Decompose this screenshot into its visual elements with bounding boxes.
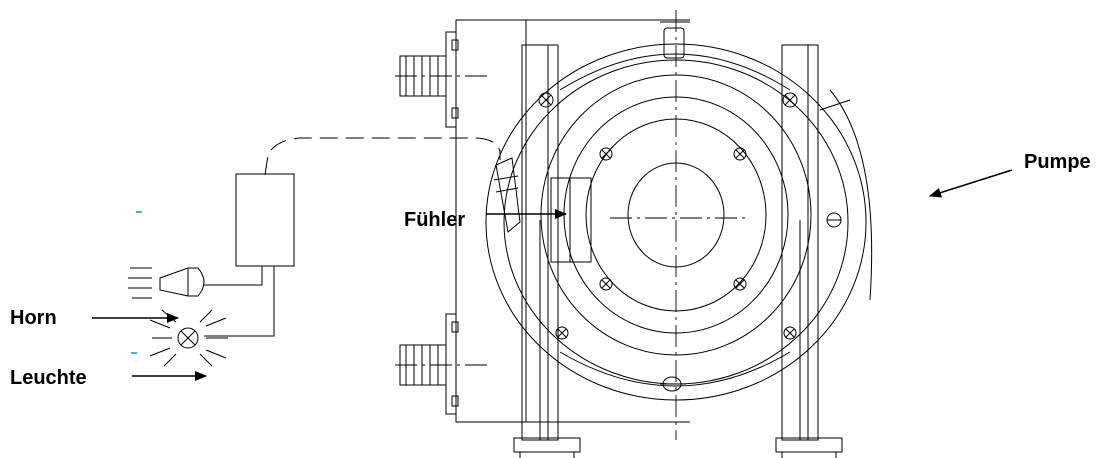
label-pumpe: Pumpe	[1024, 151, 1091, 173]
hose-fitting-bottom	[395, 313, 490, 415]
hose-fitting-top	[395, 31, 490, 128]
label-fuehler: Fühler	[404, 209, 465, 231]
label-leuchte: Leuchte	[10, 367, 87, 389]
label-horn: Horn	[10, 307, 57, 329]
horn-icon	[128, 267, 205, 299]
pump-housing	[455, 19, 527, 423]
wire-to-lamp	[204, 266, 275, 337]
sensor-mount	[550, 177, 592, 263]
arrow-pumpe	[929, 169, 1013, 198]
signal-cable	[264, 137, 501, 176]
left-frame	[513, 44, 581, 458]
pump-drawing	[395, 10, 873, 458]
wire-to-horn	[204, 266, 263, 286]
right-frame	[775, 44, 843, 458]
bolts	[538, 92, 842, 340]
control-box	[235, 173, 295, 267]
